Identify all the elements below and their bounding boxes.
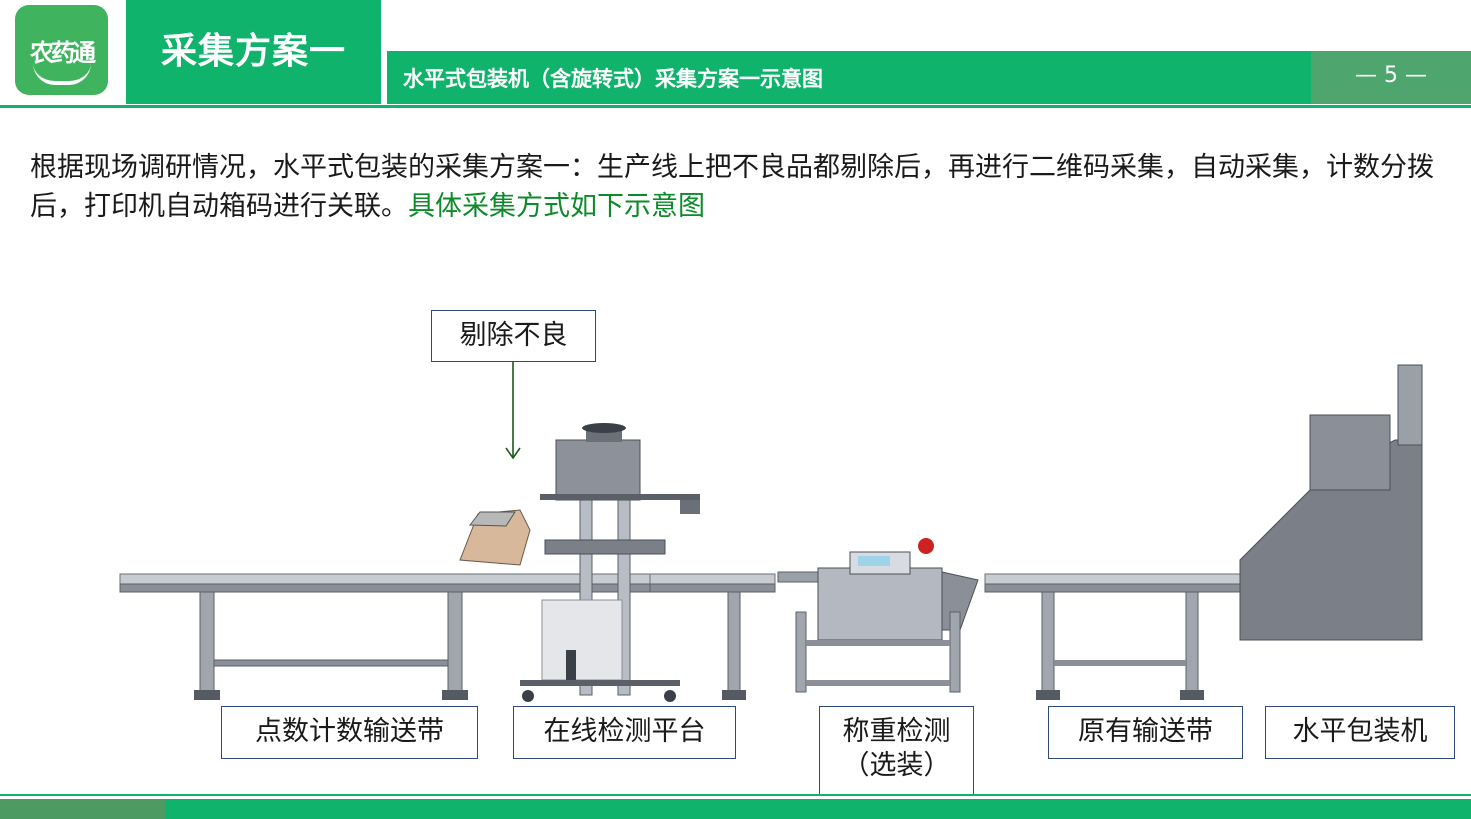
label-online-inspection-text: 在线检测平台 [543, 716, 706, 747]
body-highlight: 具体采集方式如下示意图 [408, 191, 705, 222]
page-number-box: — 5 — [1311, 51, 1471, 104]
footer-bar [0, 799, 1471, 819]
original-conveyor-illustration [984, 573, 1241, 700]
header-divider [0, 105, 1471, 108]
page-title: 水平式包装机（含旋转式）采集方案一示意图 [403, 67, 823, 91]
label-weighing-line2: （选装） [842, 750, 951, 781]
footer-accent [0, 799, 165, 819]
logo: 农药通 [15, 5, 108, 95]
label-packaging-machine-text: 水平包装机 [1292, 716, 1428, 747]
label-online-inspection: 在线检测平台 [513, 706, 736, 759]
logo-arc-icon [33, 63, 91, 85]
packaging-machine-illustration [1239, 364, 1423, 641]
page-number: — 5 — [1355, 63, 1427, 88]
section-title: 采集方案一 [160, 31, 346, 72]
reject-arrow-icon [505, 362, 521, 460]
middle-conveyor-illustration [649, 573, 776, 700]
label-reject-text: 剔除不良 [459, 320, 568, 351]
label-counting-conveyor-text: 点数计数输送带 [255, 716, 444, 747]
reject-box-illustration [459, 509, 531, 566]
label-weighing-line1: 称重检测 [842, 716, 951, 747]
label-weighing: 称重检测 （选装） [819, 706, 974, 795]
header-bar: 水平式包装机（含旋转式）采集方案一示意图 [387, 51, 1311, 104]
body-text: 根据现场调研情况，水平式包装的采集方案一：生产线上把不良品都剔除后，再进行二维码… [30, 152, 1434, 222]
footer-divider [0, 794, 1471, 796]
label-counting-conveyor: 点数计数输送带 [221, 706, 478, 759]
label-original-conveyor-text: 原有输送带 [1078, 716, 1213, 747]
counting-conveyor-illustration [119, 573, 651, 700]
weighing-machine-illustration [777, 538, 979, 693]
label-reject: 剔除不良 [431, 310, 596, 362]
body-paragraph: 根据现场调研情况，水平式包装的采集方案一：生产线上把不良品都剔除后，再进行二维码… [30, 148, 1450, 226]
label-packaging-machine: 水平包装机 [1265, 706, 1455, 759]
inspection-platform-illustration [520, 423, 700, 702]
section-tab: 采集方案一 [126, 0, 381, 104]
label-original-conveyor: 原有输送带 [1048, 706, 1243, 759]
